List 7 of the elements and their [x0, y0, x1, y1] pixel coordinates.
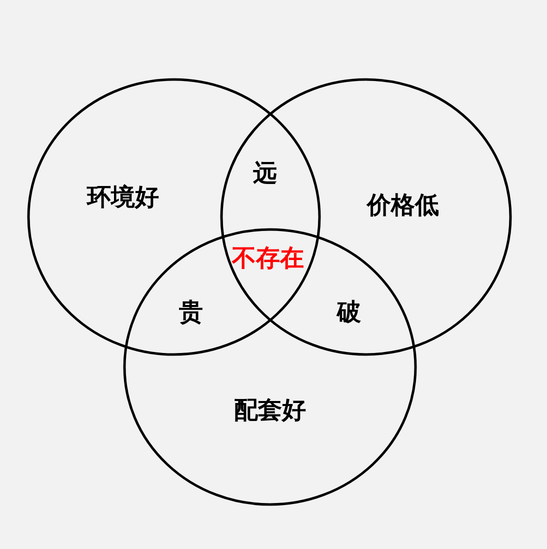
region-label: 贵	[179, 298, 203, 326]
set-label: 价格低	[367, 192, 439, 218]
region-label: 远	[253, 160, 277, 186]
region-label: 不存在	[232, 244, 304, 272]
set-label: 环境好	[87, 184, 159, 210]
set-label: 配套好	[234, 396, 306, 424]
region-label: 破	[337, 298, 361, 326]
